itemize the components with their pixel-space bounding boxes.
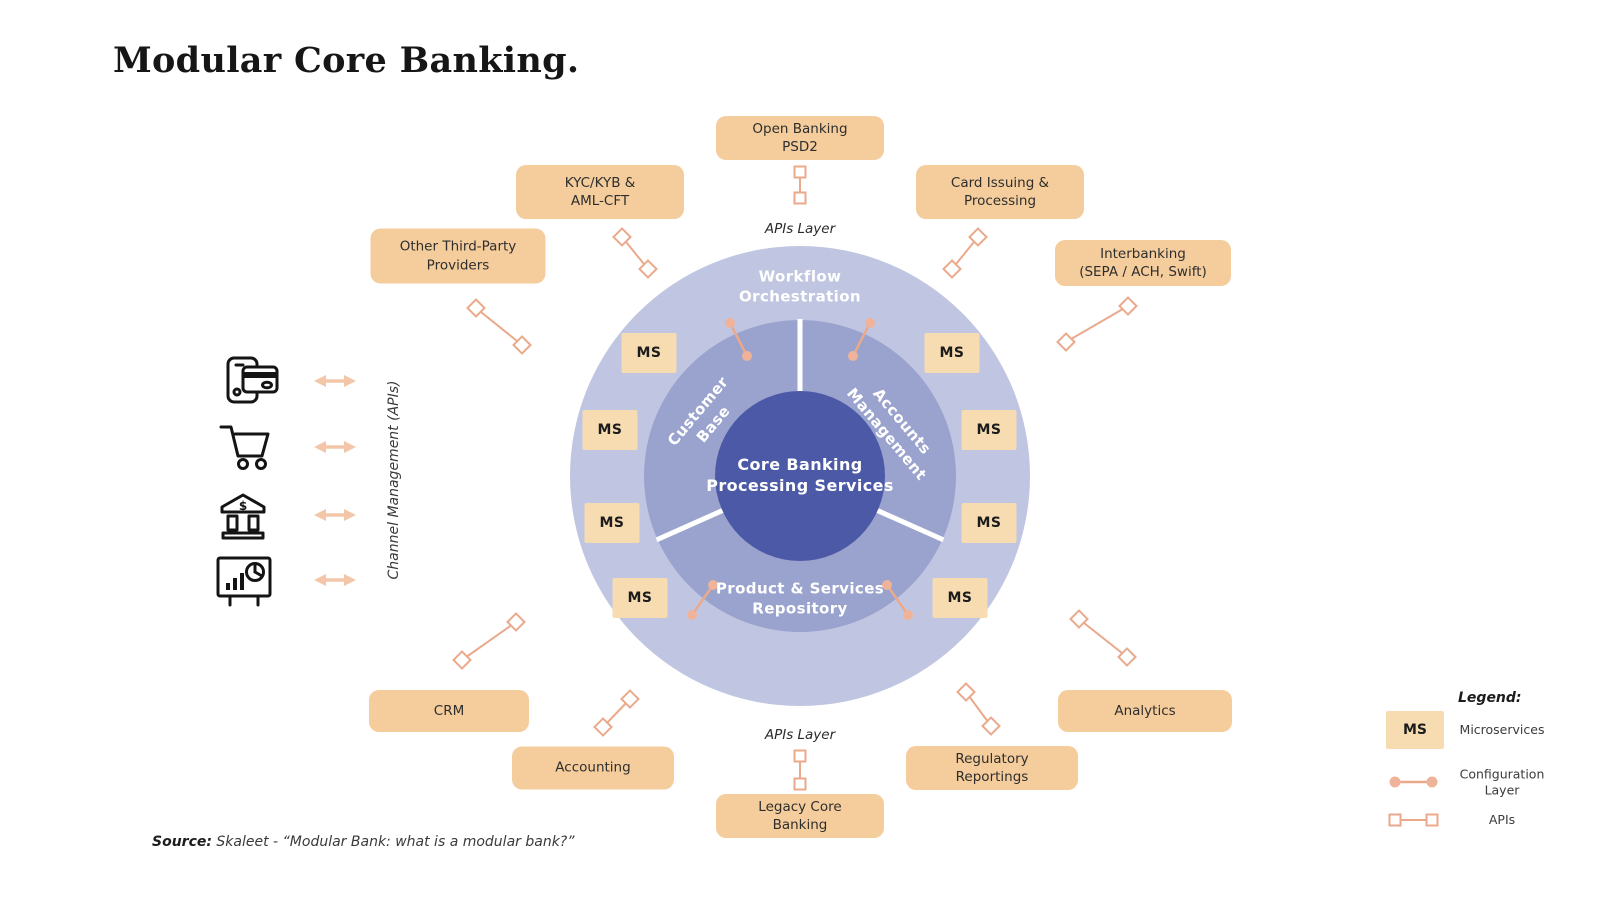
box-regulatory-reportings: Regulatory Reportings <box>906 746 1078 790</box>
legend-glyphs <box>1388 776 1439 827</box>
box-other-third-party-providers: Other Third-Party Providers <box>370 228 546 284</box>
apis-connector-crm <box>452 612 526 670</box>
config-connector-top-right <box>848 318 875 361</box>
apis-layer-caption-bottom: APIs Layer <box>764 727 836 743</box>
source-attribution: Source: Skaleet - “Modular Bank: what is… <box>152 834 575 850</box>
box-crm: CRM <box>369 690 529 732</box>
core-banking-rings <box>570 246 1030 706</box>
box-legacy-core-banking: Legacy Core Banking <box>716 794 884 838</box>
config-connector-bottom-left <box>687 580 718 620</box>
apis-connector-regulatory <box>956 682 1001 736</box>
channel-icons: $ <box>216 356 279 607</box>
arrow-mobile-channel <box>314 375 356 387</box>
channel-arrows <box>314 375 356 586</box>
outer-ring-label: Workflow Orchestration <box>738 267 862 306</box>
legend-title: Legend: <box>1458 690 1522 706</box>
apis-connector-accounting <box>593 689 640 737</box>
source-prefix: Source: <box>152 834 212 850</box>
ms-chip-product-left: MS <box>612 578 668 618</box>
apis-connector-open-banking <box>793 165 807 205</box>
apis-connector-card-issuing <box>942 227 988 279</box>
segment-label-product-services: Product & Services Repository <box>715 579 885 618</box>
ms-chip-accounts-2: MS <box>961 410 1017 450</box>
arrow-branch-channel <box>314 509 356 521</box>
legend-label-configuration-layer: Configuration Layer <box>1459 766 1545 797</box>
ms-chip-accounts-3: MS <box>961 503 1017 543</box>
core-circle-label: Core Banking Processing Services <box>706 455 894 495</box>
bank-branch-icon: $ <box>220 493 266 540</box>
box-analytics: Analytics <box>1058 690 1232 732</box>
apis-connector-other-third-party <box>466 298 532 355</box>
legend-ms-chip: MS <box>1386 711 1444 749</box>
segment-dividers <box>655 319 945 543</box>
box-interbanking: Interbanking (SEPA / ACH, Swift) <box>1055 240 1231 286</box>
box-kyc-kyb-aml-cft: KYC/KYB & AML-CFT <box>516 165 684 219</box>
ms-chip-customer-1: MS <box>621 333 677 373</box>
dollar-sign-glyph: $ <box>239 499 247 513</box>
box-open-banking-psd2: Open Banking PSD2 <box>716 116 884 160</box>
config-connector-bottom-right <box>882 580 913 620</box>
ms-chip-customer-2: MS <box>582 410 638 450</box>
ecommerce-cart-icon <box>219 425 270 470</box>
channel-management-label: Channel Management (APIs) <box>386 380 402 580</box>
source-text: Skaleet - “Modular Bank: what is a modul… <box>211 834 575 850</box>
apis-connectors <box>452 165 1138 791</box>
page-title: Modular Core Banking. <box>113 40 580 81</box>
box-accounting: Accounting <box>512 746 674 790</box>
core-circle <box>715 391 885 561</box>
apis-layer-caption-top: APIs Layer <box>764 221 836 237</box>
legend-label-microservices: Microservices <box>1459 722 1545 738</box>
configuration-connectors <box>687 318 913 620</box>
analytics-dashboard-icon <box>216 556 272 607</box>
legend-configuration-glyph <box>1389 776 1438 788</box>
arrow-dashboard-channel <box>314 574 356 586</box>
ms-chip-accounts-1: MS <box>924 333 980 373</box>
mobile-payment-icon <box>226 356 279 404</box>
ms-chip-product-right: MS <box>932 578 988 618</box>
legend-label-apis: APIs <box>1488 812 1516 828</box>
box-card-issuing-processing: Card Issuing & Processing <box>916 165 1084 219</box>
apis-connector-kyc <box>612 227 658 279</box>
legend-apis-glyph <box>1388 813 1439 827</box>
ms-chip-customer-3: MS <box>584 503 640 543</box>
apis-connector-interbanking <box>1056 296 1138 352</box>
arrow-ecommerce-channel <box>314 441 356 453</box>
config-connector-top-left <box>725 318 752 361</box>
apis-connector-analytics <box>1069 609 1137 667</box>
apis-connector-legacy-core <box>793 749 807 791</box>
